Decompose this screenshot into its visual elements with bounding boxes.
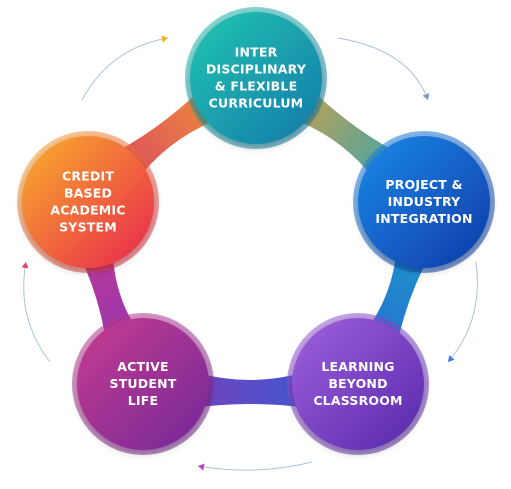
node-label: CLASSROOM [313,393,402,408]
arrowhead-icon [21,262,29,269]
cycle-arrows [21,35,478,471]
node-circle [292,318,424,450]
cycle-arrow [23,261,51,363]
node-label: ACADEMIC [50,203,125,218]
node-label: CURRICULUM [209,96,304,111]
node-label: INTER [235,45,278,60]
node-label: STUDENT [110,376,177,391]
node-label: ACTIVE [117,359,168,374]
node-label: LIFE [128,393,159,408]
arrowhead-icon [161,35,168,43]
node-label: CREDIT [62,169,114,184]
cycle-arrow [447,261,478,363]
node-curriculum: INTER DISCIPLINARY & FLEXIBLE CURRICULUM [185,7,327,149]
cycle-arrow [81,37,169,101]
node-circle [358,136,490,268]
cycle-nodes: INTER DISCIPLINARY & FLEXIBLE CURRICULUM PRO… [17,7,495,455]
arrowhead-icon [448,355,455,362]
node-circle [22,136,154,268]
node-label: BEYOND [328,376,387,391]
node-label: INDUSTRY [388,194,462,209]
node-label: DISCIPLINARY [206,62,307,77]
node-label: & FLEXIBLE [215,79,298,94]
node-label: LEARNING [321,359,394,374]
node-label: BASED [64,186,112,201]
cycle-arrow [337,37,429,101]
node-project: PROJECT & INDUSTRY INTEGRATION [353,131,495,273]
node-label: INTEGRATION [375,211,472,226]
node-label: PROJECT & [385,177,462,192]
node-student-life: ACTIVE STUDENT LIFE [72,313,214,455]
node-circle [77,318,209,450]
cycle-arrow [197,461,313,471]
arrowhead-icon [198,463,205,471]
arrowhead-icon [422,93,430,100]
node-circle [190,12,322,144]
node-credit: CREDIT BASED ACADEMIC SYSTEM [17,131,159,273]
node-label: SYSTEM [59,220,117,235]
node-learning: LEARNING BEYOND CLASSROOM [287,313,429,455]
